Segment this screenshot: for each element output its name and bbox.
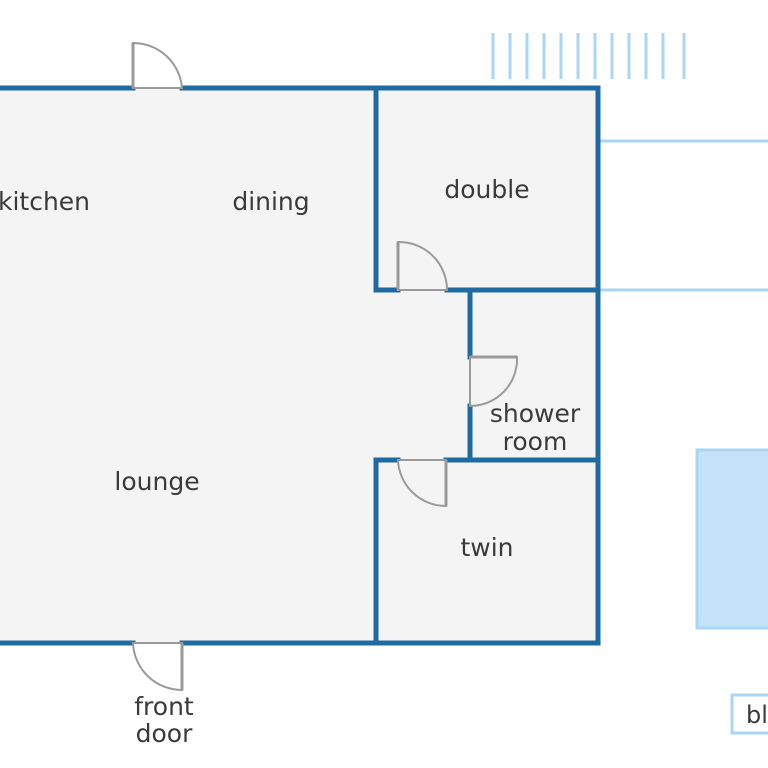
front-door-label-line1: front (134, 692, 194, 721)
door-shower (469, 355, 519, 408)
front-door (131, 642, 184, 692)
cut-off-label: bl (746, 701, 768, 729)
door-twin (396, 459, 448, 508)
exterior-block (695, 448, 768, 630)
doors (131, 41, 519, 692)
door-top (131, 41, 184, 89)
hall-floor (376, 288, 472, 460)
room-label-lounge: lounge (114, 467, 199, 496)
room-labels: kitchen dining double shower room lounge… (0, 175, 581, 562)
cut-off-label-box (730, 693, 768, 735)
floor-areas (0, 88, 598, 643)
wall-twin-west (373, 457, 401, 646)
room-label-shower: shower (490, 399, 581, 428)
room-label-shower-room: room (503, 427, 568, 456)
front-door-label-line2: door (136, 719, 193, 748)
wall-double-west (373, 85, 401, 293)
railing-marks (491, 33, 686, 79)
room-label-dining: dining (232, 187, 309, 216)
exterior-features: bl (491, 33, 768, 735)
room-label-twin: twin (460, 533, 513, 562)
room-label-double: double (444, 175, 529, 204)
front-door-label: front door (134, 692, 194, 748)
walls (0, 85, 601, 646)
room-label-kitchen: kitchen (0, 187, 90, 216)
door-double (396, 240, 449, 291)
main-floor (0, 88, 378, 643)
